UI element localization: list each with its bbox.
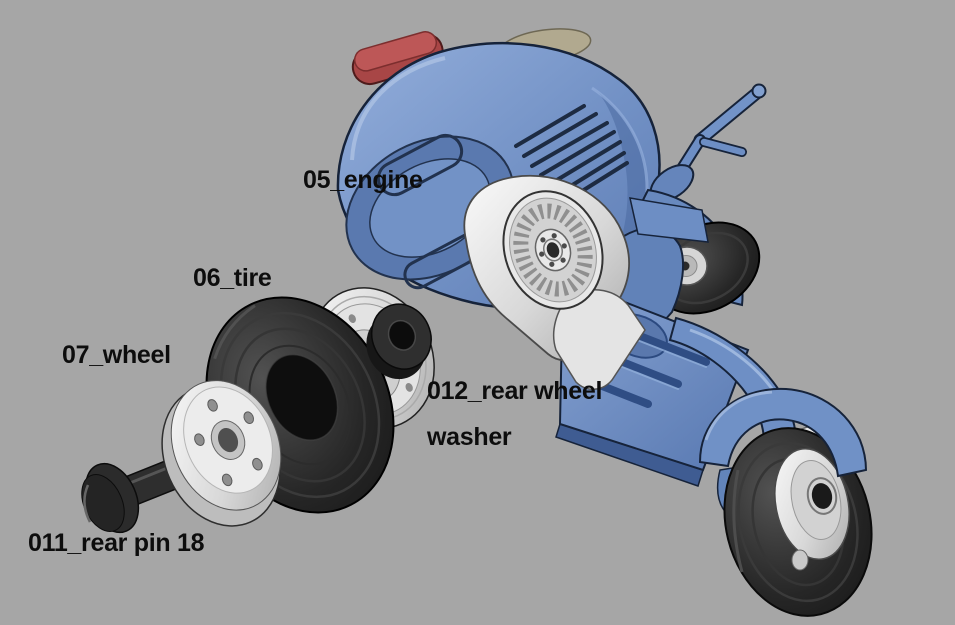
label-rear-wheel-washer-line2: washer: [427, 423, 512, 451]
label-wheel: 07_wheel: [62, 341, 171, 369]
engine-flywheel: [502, 190, 604, 310]
tire-part[interactable]: [171, 265, 430, 544]
label-engine: 05_engine: [303, 166, 423, 194]
washer-part[interactable]: [353, 295, 444, 389]
label-rear-wheel-washer-line1: 012_rear wheel: [427, 377, 603, 405]
handlebar-part[interactable]: [644, 83, 767, 209]
wheel-part[interactable]: [139, 363, 306, 545]
engine-part[interactable]: [463, 174, 646, 390]
front-wheel[interactable]: [705, 412, 891, 625]
label-tire: 06_tire: [193, 264, 272, 292]
vent-slats: [514, 104, 629, 195]
label-rear-pin: 011_rear pin 18: [28, 529, 205, 557]
taillight-part[interactable]: [348, 28, 446, 88]
front-fender[interactable]: [698, 388, 868, 478]
label-rear-wheel-washer: 012_rear wheel washer: [427, 368, 602, 460]
